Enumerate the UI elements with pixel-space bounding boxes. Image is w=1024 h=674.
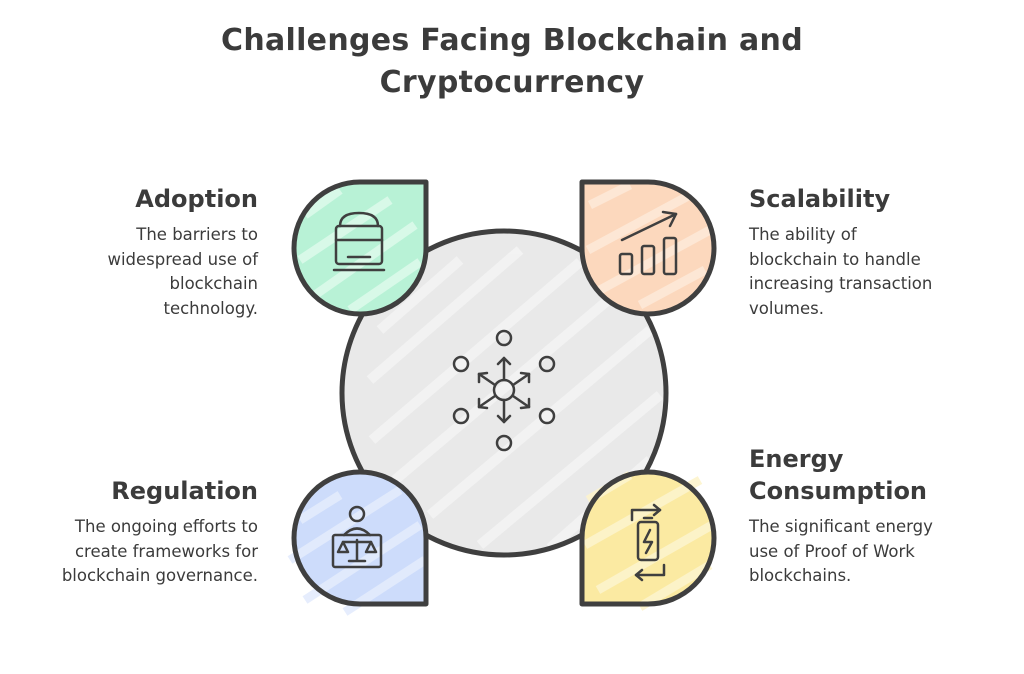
energy-desc-line: blockchains. — [749, 566, 852, 585]
energy-description: The significant energy use of Proof of W… — [749, 515, 933, 589]
scalability-desc-line: volumes. — [749, 298, 824, 318]
page-title: Challenges Facing Blockchain and Cryptoc… — [0, 20, 1024, 104]
energy-desc-line: use of Proof of Work — [749, 541, 915, 561]
balance-scale-person-icon — [331, 505, 383, 569]
scalability-desc-line: blockchain to handle — [749, 249, 921, 269]
energy-desc-line: The significant energy — [749, 517, 933, 536]
scalability-text-block: Scalability The ability of blockchain to… — [749, 183, 932, 321]
center-circle — [339, 228, 669, 558]
adoption-desc-line: blockchain — [169, 274, 258, 293]
regulation-desc-line: create frameworks for — [74, 541, 258, 561]
growth-bar-chart-icon — [618, 210, 678, 276]
energy-text-block: Energy Consumption The significant energ… — [749, 443, 933, 589]
scalability-heading: Scalability — [749, 185, 891, 213]
energy-heading-line: Energy — [749, 445, 844, 473]
adoption-text-block: Adoption The barriers to widespread use … — [107, 183, 258, 321]
battery-recycle-icon — [630, 503, 666, 582]
adoption-desc-line: technology. — [163, 298, 258, 318]
adoption-desc-line: widespread use of — [107, 249, 258, 269]
regulation-description: The ongoing efforts to create frameworks… — [62, 515, 258, 589]
energy-heading: Energy Consumption — [749, 443, 933, 507]
adoption-desc-line: The barriers to — [136, 225, 258, 244]
adoption-description: The barriers to widespread use of blockc… — [107, 223, 258, 321]
regulation-desc-line: The ongoing efforts to — [74, 517, 258, 536]
locked-device-icon — [332, 211, 386, 272]
title-line-1: Challenges Facing Blockchain and — [221, 23, 803, 58]
adoption-heading: Adoption — [135, 185, 258, 213]
scalability-desc-line: The ability of — [749, 225, 857, 244]
scalability-node — [579, 179, 717, 317]
adoption-node — [291, 179, 429, 317]
scalability-desc-line: increasing transaction — [749, 274, 933, 293]
regulation-node — [287, 469, 429, 616]
regulation-desc-line: blockchain governance. — [61, 566, 258, 585]
energy-node — [579, 469, 717, 611]
title-line-2: Cryptocurrency — [379, 65, 645, 100]
scalability-description: The ability of blockchain to handle incr… — [749, 223, 932, 321]
regulation-heading: Regulation — [111, 477, 258, 505]
regulation-text-block: Regulation The ongoing efforts to create… — [62, 475, 258, 589]
network-nodes-icon — [452, 329, 556, 452]
energy-heading-line: Consumption — [749, 477, 928, 505]
